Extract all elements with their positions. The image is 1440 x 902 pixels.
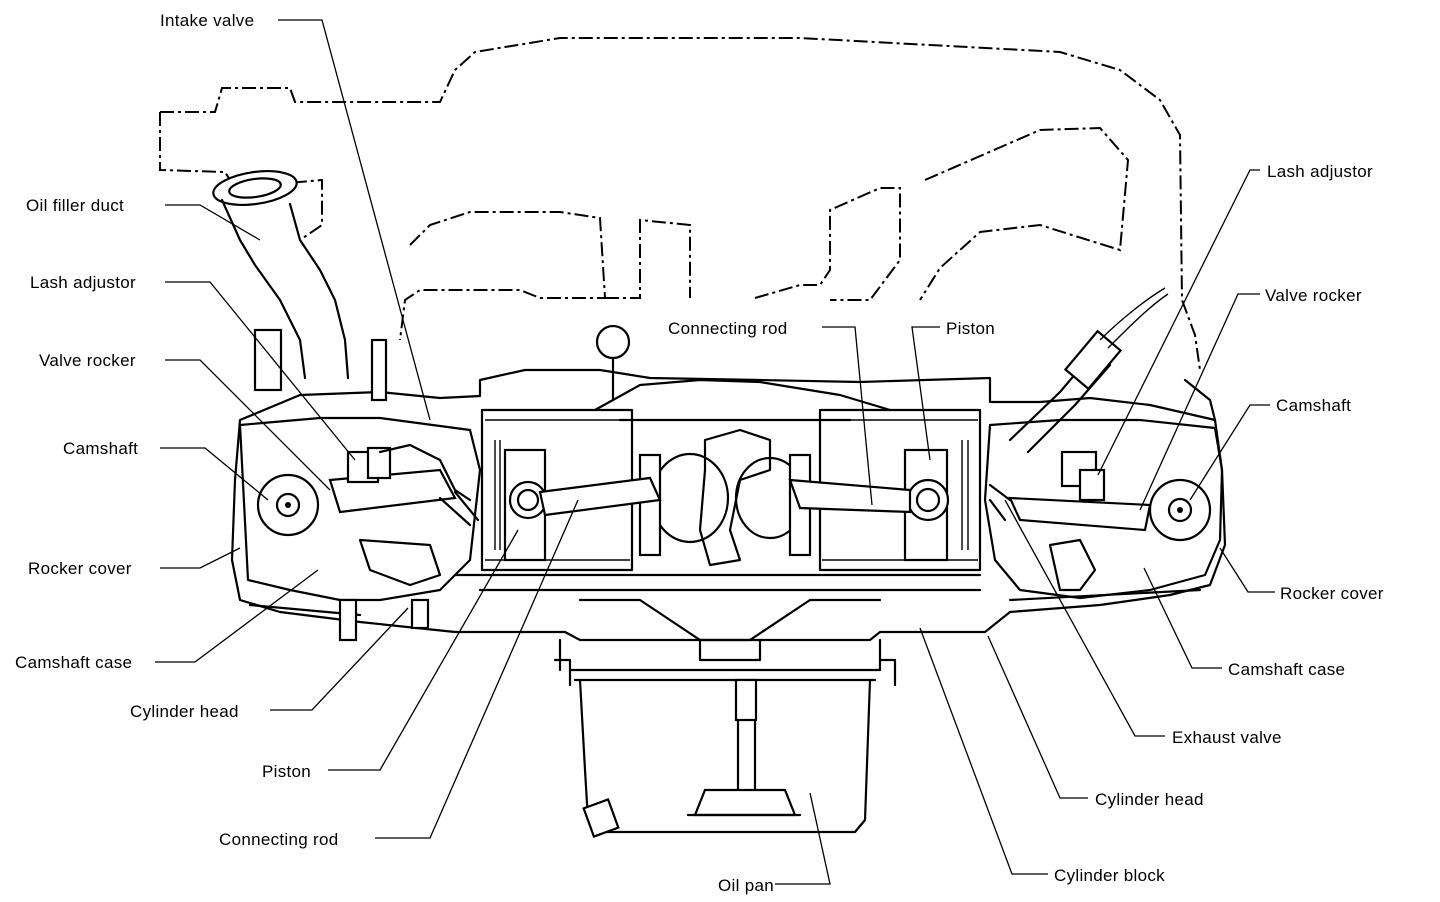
label-cylinder-head-right: Cylinder head [1095, 790, 1204, 809]
body-outline [160, 37, 1201, 371]
label-camshaft-case-right: Camshaft case [1228, 660, 1345, 679]
label-lash-adjustor-left: Lash adjustor [30, 273, 136, 292]
oil-filler-duct [212, 170, 350, 380]
label-rocker-cover-right: Rocker cover [1280, 584, 1384, 603]
right-piston-rod [788, 448, 950, 562]
label-connecting-rod-left: Connecting rod [219, 830, 339, 849]
left-head-assembly [238, 328, 482, 642]
label-camshaft-right: Camshaft [1276, 396, 1351, 415]
crankshaft [638, 428, 812, 567]
label-intake-valve: Intake valve [160, 11, 254, 30]
body-inner-steps [605, 187, 901, 301]
label-piston-left: Piston [262, 762, 311, 781]
label-piston-top: Piston [946, 319, 995, 338]
oil-pan [553, 658, 897, 838]
label-camshaft-case-left: Camshaft case [15, 653, 132, 672]
label-connecting-rod-top: Connecting rod [668, 319, 788, 338]
left-piston-rod [503, 448, 662, 562]
label-oil-filler-duct: Oil filler duct [26, 196, 124, 215]
body-outline-lower [399, 211, 607, 341]
label-rocker-cover-left: Rocker cover [28, 559, 132, 578]
leader-lines [155, 19, 1275, 885]
label-valve-rocker-right: Valve rocker [1265, 286, 1362, 305]
body-inner-right [919, 126, 1130, 301]
label-lash-adjustor-right: Lash adjustor [1267, 162, 1373, 181]
label-exhaust-valve: Exhaust valve [1172, 728, 1282, 747]
body-outline-left [159, 112, 323, 241]
label-oil-pan: Oil pan [718, 876, 774, 895]
labels: Intake valve Oil filler duct Lash adjust… [15, 11, 1384, 895]
label-cylinder-block: Cylinder block [1054, 866, 1165, 885]
label-valve-rocker-left: Valve rocker [39, 351, 136, 370]
label-cylinder-head-left: Cylinder head [130, 702, 239, 721]
right-head-assembly [983, 287, 1224, 600]
label-camshaft-left: Camshaft [63, 439, 138, 458]
dipstick-handle [595, 324, 631, 402]
